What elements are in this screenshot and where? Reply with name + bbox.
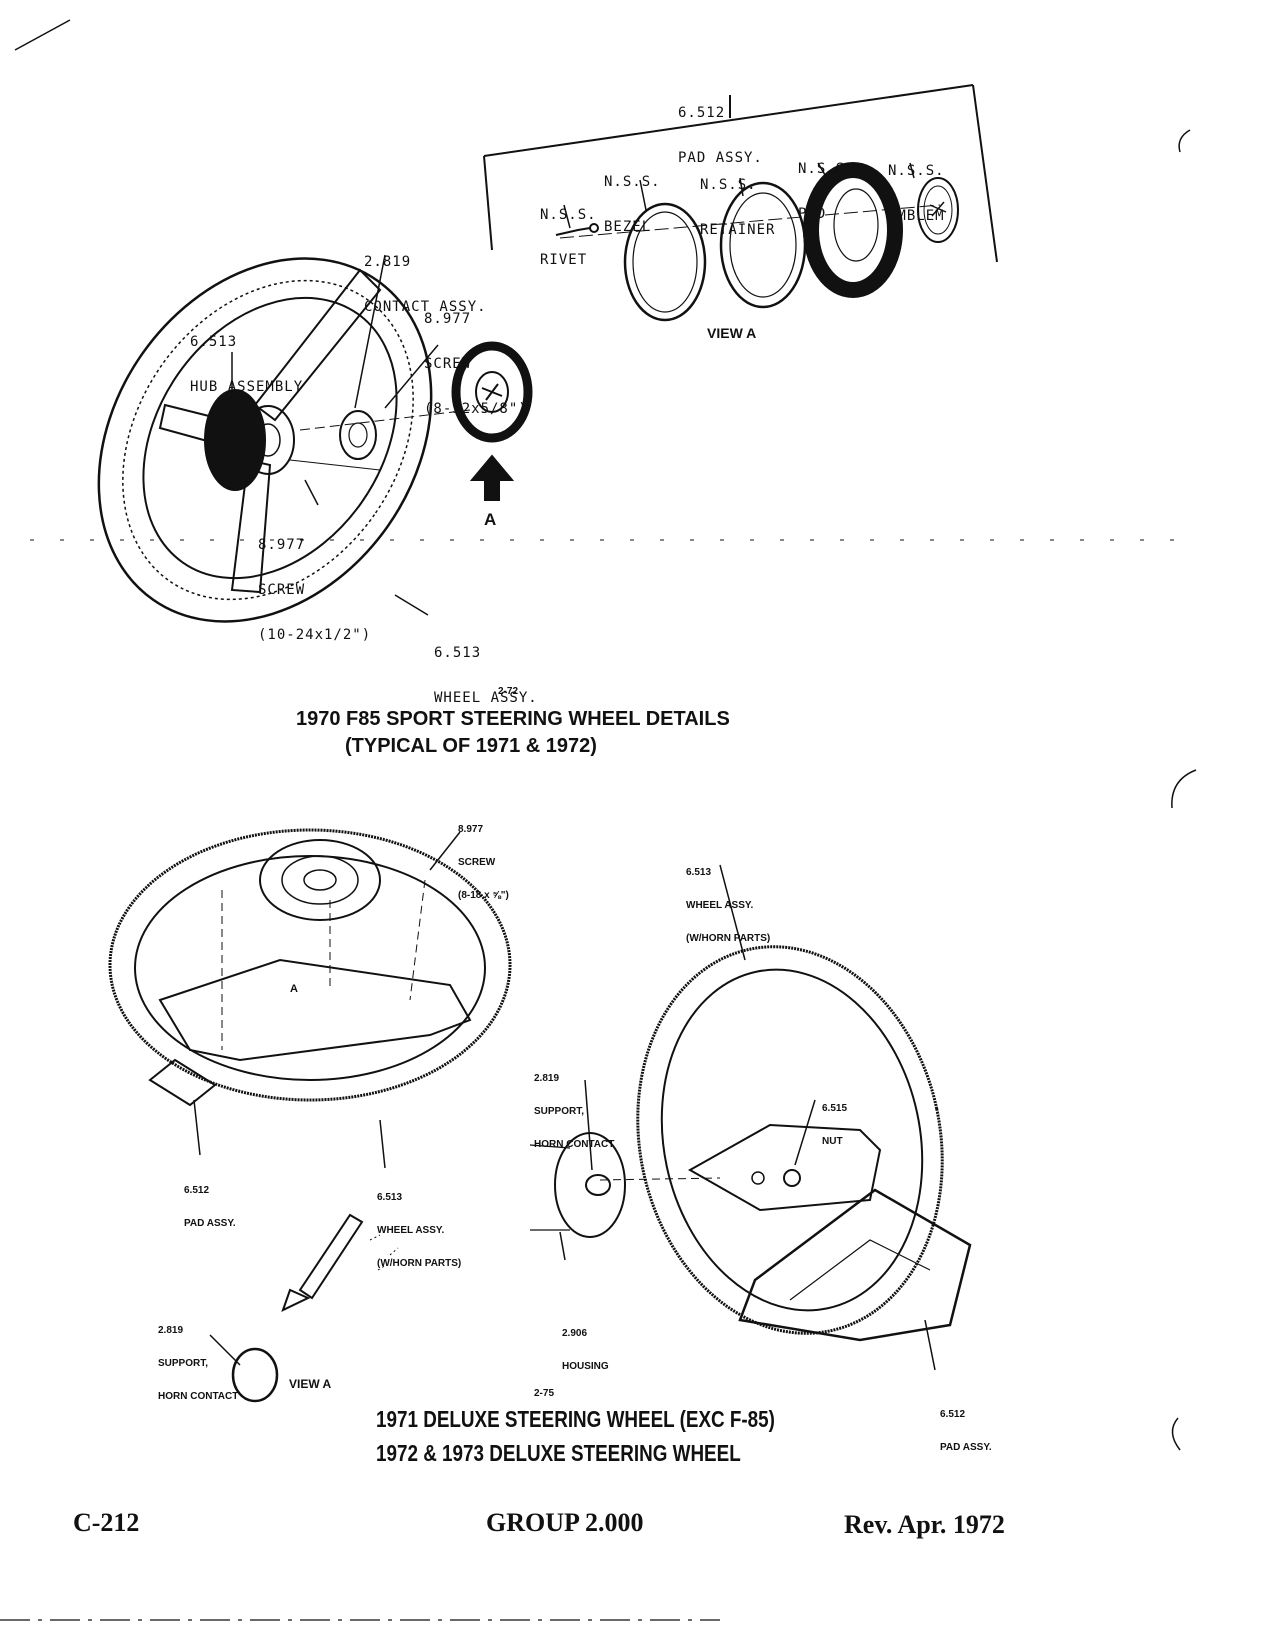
wheel-side-note: (W/HORN PARTS): [686, 933, 771, 944]
support-side-name2: HORN CONTACT: [534, 1139, 615, 1150]
nut-name: NUT: [822, 1136, 843, 1147]
view-a-parts: [555, 162, 959, 322]
sport-steering-wheel: [97, 254, 533, 623]
screw-deluxe-number: 8.977: [458, 824, 484, 835]
pad-assy-number: 6.512: [678, 105, 726, 121]
label-support-side: 2.819 SUPPORT, HORN CONTACT: [534, 1051, 614, 1172]
contact-assy-name: CONTACT ASSY.: [364, 299, 487, 315]
figure3-caption-line1: 1971 DELUXE STEERING WHEEL (EXC F-85): [376, 1406, 775, 1432]
emblem-name: EMBLEM: [888, 208, 945, 224]
rivet-nss: N.S.S.: [540, 207, 597, 223]
group-number: GROUP 2.000: [486, 1508, 644, 1537]
label-pad: N.S.S. PAD: [798, 132, 855, 252]
pad-nss: N.S.S.: [798, 161, 855, 177]
figure3-caption-line2: 1972 & 1973 DELUXE STEERING WHEEL: [376, 1440, 741, 1466]
figure1-caption-line1: 1970 F85 SPORT STEERING WHEEL DETAILS: [296, 708, 730, 730]
screw-upper-name: SCREW: [424, 356, 472, 372]
hub-name: HUB ASSEMBLY: [190, 379, 304, 395]
label-wheel-assy-side: 6.513 WHEEL ASSY. (W/HORN PARTS): [686, 845, 770, 966]
label-rivet: N.S.S. RIVET: [540, 178, 597, 298]
wheel-deluxe-number: 6.513: [377, 1192, 403, 1203]
screw-deluxe-size: (8-18 x ⅝"): [458, 890, 509, 901]
label-hub-assembly: 6.513 HUB ASSEMBLY: [190, 305, 303, 425]
label-pad-assy: 6.512 PAD ASSY.: [678, 76, 763, 196]
page-code: C-212: [73, 1508, 140, 1537]
screw-lower-size: (10-24x1/2"): [258, 627, 372, 643]
revision-date: Rev. Apr. 1972: [844, 1510, 1005, 1539]
punch-hole-mark: [1171, 769, 1197, 809]
screw-lower-number: 8.977: [258, 537, 306, 553]
label-pad-assy-side: 6.512 PAD ASSY.: [940, 1387, 992, 1475]
pad-side-number: 6.512: [940, 1409, 966, 1420]
label-wheel-assy: 6.513 WHEEL ASSY.: [434, 616, 538, 736]
support-side-number: 2.819: [534, 1073, 560, 1084]
label-emblem: N.S.S. EMBLEM: [888, 134, 945, 254]
label-housing: 2.906 HOUSING: [562, 1306, 609, 1394]
screw-deluxe-name: SCREW: [458, 857, 496, 868]
figure1-caption-line2: (TYPICAL OF 1971 & 1972): [345, 735, 597, 757]
retainer-nss: N.S.S.: [700, 177, 757, 193]
label-screw-lower: 8.977 SCREW (10-24x1/2"): [258, 508, 371, 673]
label-screw-upper: 8.977 SCREW (8-32x5/8"): [424, 282, 528, 447]
screw-upper-number: 8.977: [424, 311, 472, 327]
arrow-a-deluxe: A: [290, 983, 298, 995]
wheel-deluxe-name: WHEEL ASSY.: [377, 1225, 445, 1236]
punch-hole-mark: [1178, 129, 1191, 153]
support-view-a-number: 2.819: [158, 1325, 184, 1336]
figure-number-2-72: 2-72: [498, 686, 519, 697]
wheel-assy-number: 6.513: [434, 645, 482, 661]
housing-name: HOUSING: [562, 1361, 609, 1372]
screw-upper-size: (8-32x5/8"): [424, 401, 528, 417]
support-view-a-name2: HORN CONTACT: [158, 1391, 239, 1402]
label-pad-assy-deluxe: 6.512 PAD ASSY.: [184, 1163, 236, 1251]
arrow-a-label: A: [484, 510, 497, 529]
nut-number: 6.515: [822, 1103, 848, 1114]
label-retainer: N.S.S. RETAINER: [700, 148, 775, 268]
housing-number: 2.906: [562, 1328, 588, 1339]
figure-number-2-75: 2-75: [534, 1388, 555, 1399]
view-a-label: VIEW A: [707, 325, 757, 341]
label-nut: 6.515 NUT: [822, 1081, 847, 1169]
pad-side-name: PAD ASSY.: [940, 1442, 992, 1453]
screw-lower-name: SCREW: [258, 582, 306, 598]
pad-deluxe-name: PAD ASSY.: [184, 1218, 236, 1229]
deluxe-wheel-top-view: [108, 828, 512, 1403]
label-support-view-a: 2.819 SUPPORT, HORN CONTACT: [158, 1303, 238, 1424]
deluxe-wheel-side-view: [529, 864, 972, 1371]
wheel-deluxe-note: (W/HORN PARTS): [377, 1258, 462, 1269]
label-wheel-assy-deluxe: 6.513 WHEEL ASSY. (W/HORN PARTS): [377, 1170, 461, 1291]
scan-mark: [14, 19, 71, 51]
view-a-bracket: [483, 84, 998, 263]
pad-assy-name: PAD ASSY.: [678, 150, 763, 166]
rivet-name: RIVET: [540, 252, 588, 268]
punch-hole-mark: [1171, 1417, 1181, 1451]
wheel-side-name: WHEEL ASSY.: [686, 900, 754, 911]
hub-number: 6.513: [190, 334, 238, 350]
pad-deluxe-number: 6.512: [184, 1185, 210, 1196]
contact-assy-number: 2.819: [364, 254, 412, 270]
bezel-name: BEZEL: [604, 219, 652, 235]
wheel-assy-name: WHEEL ASSY.: [434, 690, 538, 706]
label-contact-assy: 2.819 CONTACT ASSY.: [364, 225, 487, 345]
label-screw-deluxe: 8.977 SCREW (8-18 x ⅝"): [458, 802, 509, 923]
view-a-deluxe-label: VIEW A: [289, 1377, 332, 1391]
label-bezel: N.S.S. BEZEL: [604, 145, 661, 265]
pad-name: PAD: [798, 206, 827, 222]
retainer-name: RETAINER: [700, 222, 776, 238]
support-view-a-name: SUPPORT,: [158, 1358, 209, 1369]
bezel-nss: N.S.S.: [604, 174, 661, 190]
support-side-name: SUPPORT,: [534, 1106, 585, 1117]
emblem-nss: N.S.S.: [888, 163, 945, 179]
wheel-side-number: 6.513: [686, 867, 712, 878]
